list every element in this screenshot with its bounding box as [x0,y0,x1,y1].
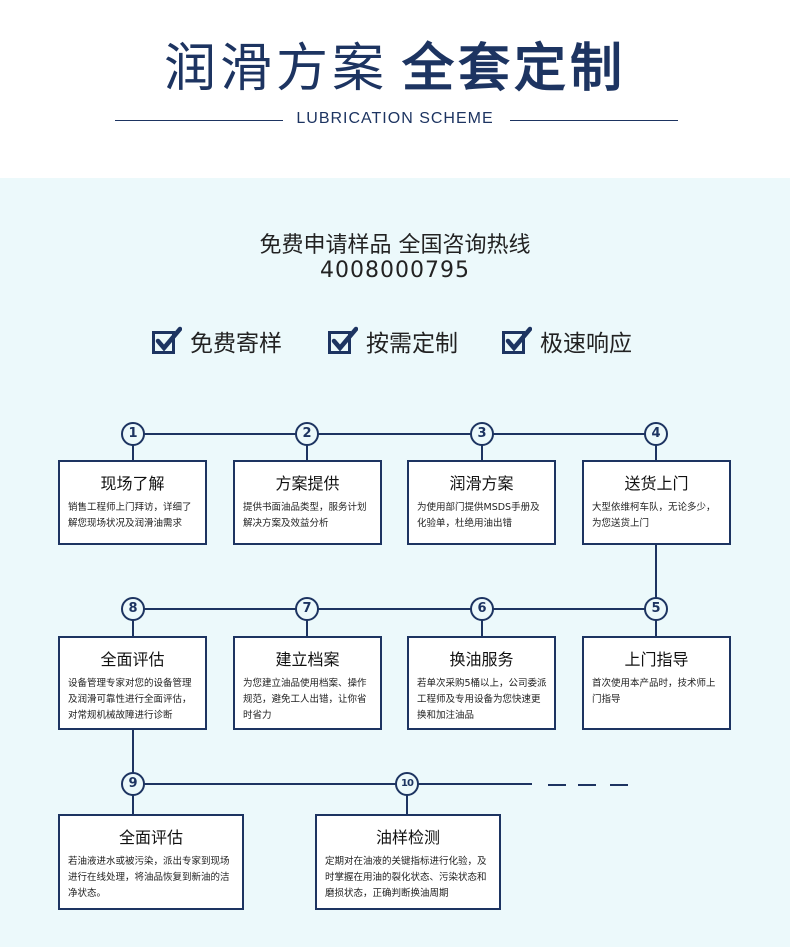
step-number: 4 [644,422,668,446]
step-description: 设备管理专家对您的设备管理及润滑可靠性进行全面评估，对常规机械故障进行诊断 [68,678,192,721]
feature-free-sample: 免费寄样 [152,324,282,358]
feature-custom: 按需定制 [328,324,458,358]
subtitle-row: LUBRICATION SCHEME [0,108,790,132]
step-title: 全面评估 [100,650,165,669]
flow-line [481,433,483,461]
subtitle-divider-right [510,120,678,121]
checkbox-check-icon [328,326,358,356]
subtitle: LUBRICATION SCHEME [296,110,494,127]
step-card-3: 润滑方案 为使用部门提供MSDS手册及化验单，杜绝用油出错 [407,460,556,545]
step-card-2: 方案提供 提供书面油品类型，服务计划解决方案及效益分析 [233,460,382,545]
step-description: 大型依维柯车队，无论多少，为您送货上门 [592,502,716,529]
step-description: 首次使用本产品时，技术师上门指导 [592,678,716,705]
step-title: 换油服务 [449,650,514,669]
feature-fast-response: 极速响应 [502,324,632,358]
flow-line [481,608,483,637]
step-description: 为使用部门提供MSDS手册及化验单，杜绝用油出错 [417,502,540,529]
subtitle-divider-left [115,120,283,121]
step-number: 8 [121,597,145,621]
step-title: 建立档案 [275,650,340,669]
step-number: 7 [295,597,319,621]
step-description: 销售工程师上门拜访，详细了解您现场状况及润滑油需求 [68,502,192,529]
step-number: 6 [470,597,494,621]
flow-line-row2 [132,608,656,610]
step-number: 10 [395,772,419,796]
title-light: 润滑方案 [163,39,388,99]
step-number: 5 [644,597,668,621]
flow-line [132,608,134,637]
step-number: 3 [470,422,494,446]
step-title: 润滑方案 [449,474,514,493]
checkbox-check-icon [152,326,182,356]
step-card-10: 油样检测 定期对在油液的关键指标进行化验，及时掌握在用油的裂化状态、污染状态和磨… [315,814,501,910]
title-bold: 全套定制 [402,39,627,99]
step-title: 方案提供 [275,474,340,493]
step-title: 上门指导 [624,650,689,669]
feature-label: 极速响应 [540,331,632,357]
flow-dash [548,784,566,786]
step-description: 若单次采购5桶以上，公司委派工程师及专用设备为您快速更换和加注油品 [417,678,547,721]
step-title: 现场了解 [100,474,165,493]
flow-line [655,433,657,461]
flow-dash [610,784,628,786]
checkbox-check-icon [502,326,532,356]
step-card-9: 全面评估 若油液进水或被污染，派出专家到现场进行在线处理，将油品恢复到新油的洁净… [58,814,244,910]
cta-line: 免费申请样品 全国咨询热线 [259,233,531,258]
flow-line [306,608,308,637]
hotline-number[interactable]: 4008000795 [320,258,470,283]
flow-line [406,783,408,815]
flow-line [132,433,134,461]
step-description: 定期对在油液的关键指标进行化验，及时掌握在用油的裂化状态、污染状态和磨损状态，正… [325,856,487,899]
step-card-1: 现场了解 销售工程师上门拜访，详细了解您现场状况及润滑油需求 [58,460,207,545]
step-card-8: 全面评估 设备管理专家对您的设备管理及润滑可靠性进行全面评估，对常规机械故障进行… [58,636,207,730]
step-number: 1 [121,422,145,446]
step-description: 提供书面油品类型，服务计划解决方案及效益分析 [243,502,367,529]
step-description: 为您建立油品使用档案、操作规范，避免工人出错，让你省时省力 [243,678,367,721]
step-card-7: 建立档案 为您建立油品使用档案、操作规范，避免工人出错，让你省时省力 [233,636,382,730]
flow-line-row3 [132,783,532,785]
feature-label: 按需定制 [366,331,458,357]
flow-line-row1 [132,433,656,435]
step-number: 9 [121,772,145,796]
page-title: 润滑方案全套定制 [0,26,790,101]
step-title: 送货上门 [624,474,689,493]
header: 润滑方案全套定制 LUBRICATION SCHEME [0,0,790,178]
flow-line-down [655,543,657,637]
step-card-4: 送货上门 大型依维柯车队，无论多少，为您送货上门 [582,460,731,545]
step-card-6: 换油服务 若单次采购5桶以上，公司委派工程师及专用设备为您快速更换和加注油品 [407,636,556,730]
step-title: 全面评估 [118,828,183,847]
flow-line [306,433,308,461]
step-card-5: 上门指导 首次使用本产品时，技术师上门指导 [582,636,731,730]
flow-dash [578,784,596,786]
step-description: 若油液进水或被污染，派出专家到现场进行在线处理，将油品恢复到新油的洁净状态。 [68,856,230,899]
feature-label: 免费寄样 [190,331,282,357]
step-number: 2 [295,422,319,446]
step-title: 油样检测 [375,828,440,847]
